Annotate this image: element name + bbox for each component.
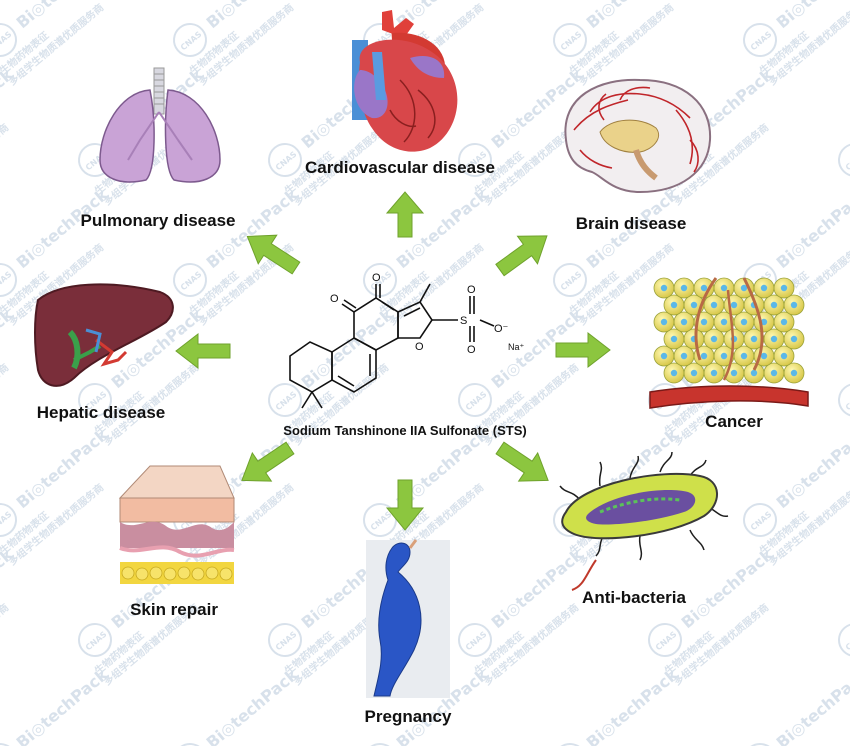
cancer-cell-nucleus [670, 301, 678, 309]
sts-molecule [289, 283, 495, 409]
cancer-cell-nucleus [760, 284, 768, 292]
cancer-cell-nucleus [750, 335, 758, 343]
liver-illustration [34, 283, 174, 387]
cancer-cell-nucleus [790, 335, 798, 343]
cancer-cell-nucleus [770, 369, 778, 377]
cancer-cell-nucleus [760, 318, 768, 326]
label-pulmonary: Pulmonary disease [80, 211, 236, 230]
label-pregnancy: Pregnancy [364, 707, 452, 726]
cancer-cell-nucleus [720, 352, 728, 360]
cancer-cell-nucleus [770, 335, 778, 343]
arrow-right [555, 331, 611, 369]
cancer-cell-nucleus [700, 318, 708, 326]
atom-na: Na⁺ [508, 342, 525, 352]
arrow-left [175, 332, 231, 370]
cancer-cell-nucleus [760, 352, 768, 360]
atom-o-top: O [372, 272, 381, 284]
cancer-cell-nucleus [660, 352, 668, 360]
cancer-cell-nucleus [790, 369, 798, 377]
cancer-cell-nucleus [740, 318, 748, 326]
cancer-cell-nucleus [730, 369, 738, 377]
atom-s: S [460, 315, 467, 327]
cancer-illustration [649, 277, 809, 409]
brain-illustration [564, 78, 712, 194]
cancer-cell-nucleus [670, 335, 678, 343]
arrow-up [385, 191, 425, 238]
cancer-cell-nucleus [660, 318, 668, 326]
cancer-cell-nucleus [780, 318, 788, 326]
label-cancer: Cancer [705, 412, 763, 431]
atom-o-furan: O [415, 341, 424, 353]
cancer-cell-nucleus [680, 284, 688, 292]
arrow-up-left [246, 234, 301, 275]
arrow-up-right [495, 235, 548, 277]
cancer-cell-nucleus [670, 369, 678, 377]
heart-illustration [352, 10, 458, 152]
atom-o-left: O [330, 293, 339, 305]
cancer-cell-nucleus [690, 301, 698, 309]
cancer-cell-nucleus [730, 301, 738, 309]
sts-atom-labels: O O O S O O O⁻ Na⁺ [330, 272, 525, 356]
cancer-cell-nucleus [710, 369, 718, 377]
cancer-cell-nucleus [780, 352, 788, 360]
cancer-cell-nucleus [680, 318, 688, 326]
arrow-down [385, 479, 425, 531]
skin-illustration [118, 465, 235, 584]
arrow-down-left [241, 441, 295, 482]
cancer-cell-nucleus [700, 352, 708, 360]
atom-o-sulf-bottom: O [467, 344, 476, 356]
cancer-cell-nucleus [780, 284, 788, 292]
cancer-cell-nucleus [750, 369, 758, 377]
cancer-cell-nucleus [720, 284, 728, 292]
atom-o-sulf-top: O [467, 284, 476, 296]
cancer-cell-nucleus [680, 352, 688, 360]
cancer-cell-nucleus [710, 335, 718, 343]
label-hepatic: Hepatic disease [36, 403, 166, 422]
cancer-cell-nucleus [660, 284, 668, 292]
cancer-cell-nucleus [770, 301, 778, 309]
lungs-illustration [99, 67, 221, 183]
center-caption: Sodium Tanshinone IIA Sulfonate (STS) [283, 423, 527, 438]
label-cardiovascular: Cardiovascular disease [305, 158, 495, 177]
cancer-cell-nucleus [690, 369, 698, 377]
cancer-cell-nucleus [700, 284, 708, 292]
arrow-down-right [495, 441, 549, 482]
pregnancy-illustration [366, 539, 450, 698]
cancer-cell-nucleus [740, 284, 748, 292]
label-skin: Skin repair [130, 600, 218, 619]
cancer-cell-nucleus [790, 301, 798, 309]
cancer-cell-nucleus [710, 301, 718, 309]
label-antibacteria: Anti-bacteria [582, 588, 686, 607]
atom-o-minus: O⁻ [494, 323, 509, 335]
arrow-group [175, 191, 611, 531]
label-brain: Brain disease [575, 214, 687, 233]
bacteria-illustration [559, 451, 729, 591]
cancer-cell-nucleus [740, 352, 748, 360]
cancer-cell-nucleus [720, 318, 728, 326]
